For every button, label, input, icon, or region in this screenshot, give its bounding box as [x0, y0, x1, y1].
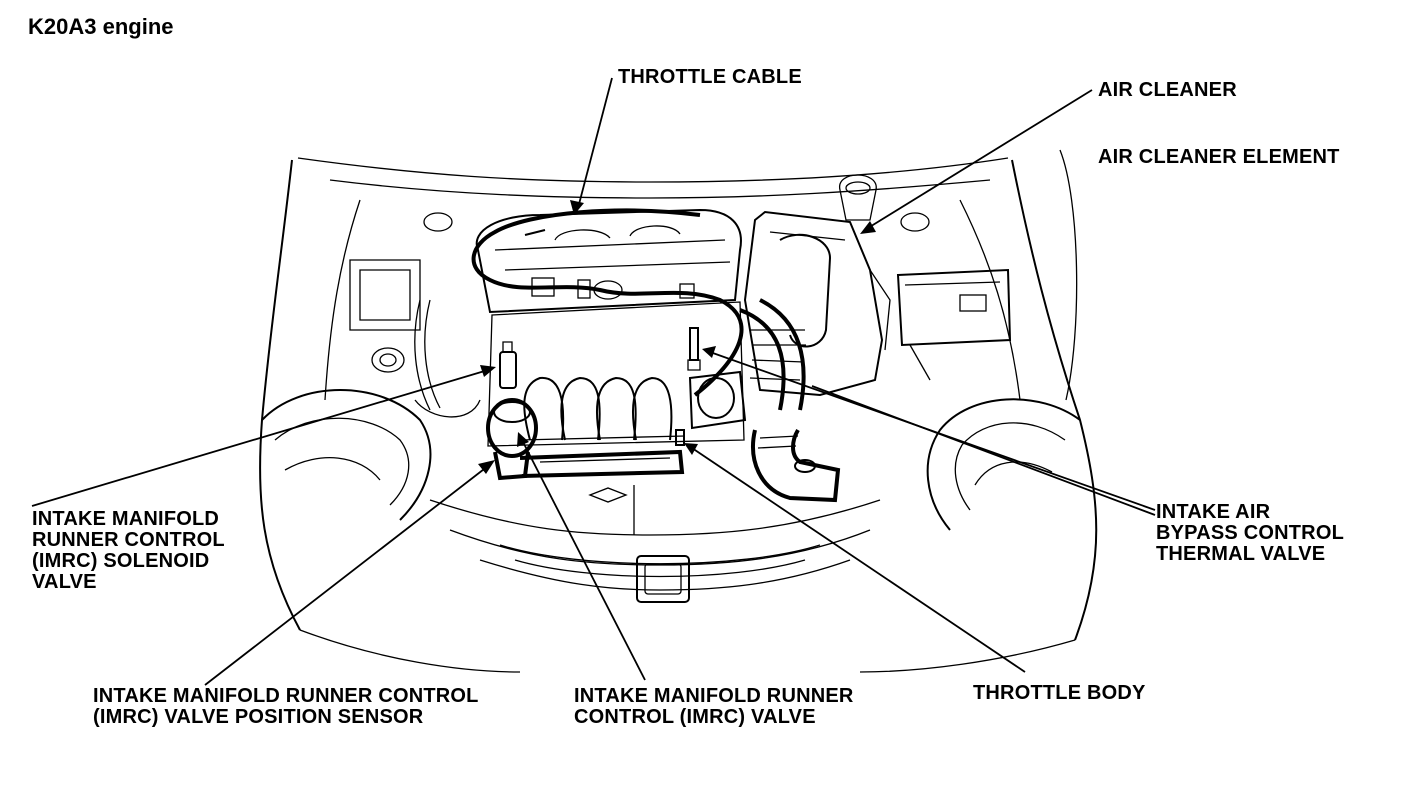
engine-block	[475, 208, 745, 481]
label-imrc-valve: INTAKE MANIFOLD RUNNER CONTROL (IMRC) VA…	[574, 685, 854, 728]
engine-bay-details	[349, 174, 1012, 418]
label-throttle-cable: THROTTLE CABLE	[618, 66, 802, 88]
car-body-outline	[259, 149, 1098, 673]
diagram-title: K20A3 engine	[28, 14, 174, 39]
air-cleaner-assembly	[675, 210, 891, 503]
label-throttle-body: THROTTLE BODY	[973, 682, 1146, 704]
label-intake-air-bypass-control-thermal-valve: INTAKE AIR BYPASS CONTROL THERMAL VALVE	[1156, 501, 1344, 565]
label-air-cleaner: AIR CLEANER	[1098, 79, 1237, 101]
throttle-cable-route	[471, 208, 744, 397]
leader-lines	[31, 77, 1156, 686]
label-imrc-valve-position-sensor: INTAKE MANIFOLD RUNNER CONTROL (IMRC) VA…	[93, 685, 479, 728]
label-imrc-solenoid-valve: INTAKE MANIFOLD RUNNER CONTROL (IMRC) SO…	[32, 508, 225, 593]
label-air-cleaner-element: AIR CLEANER ELEMENT	[1098, 146, 1340, 168]
